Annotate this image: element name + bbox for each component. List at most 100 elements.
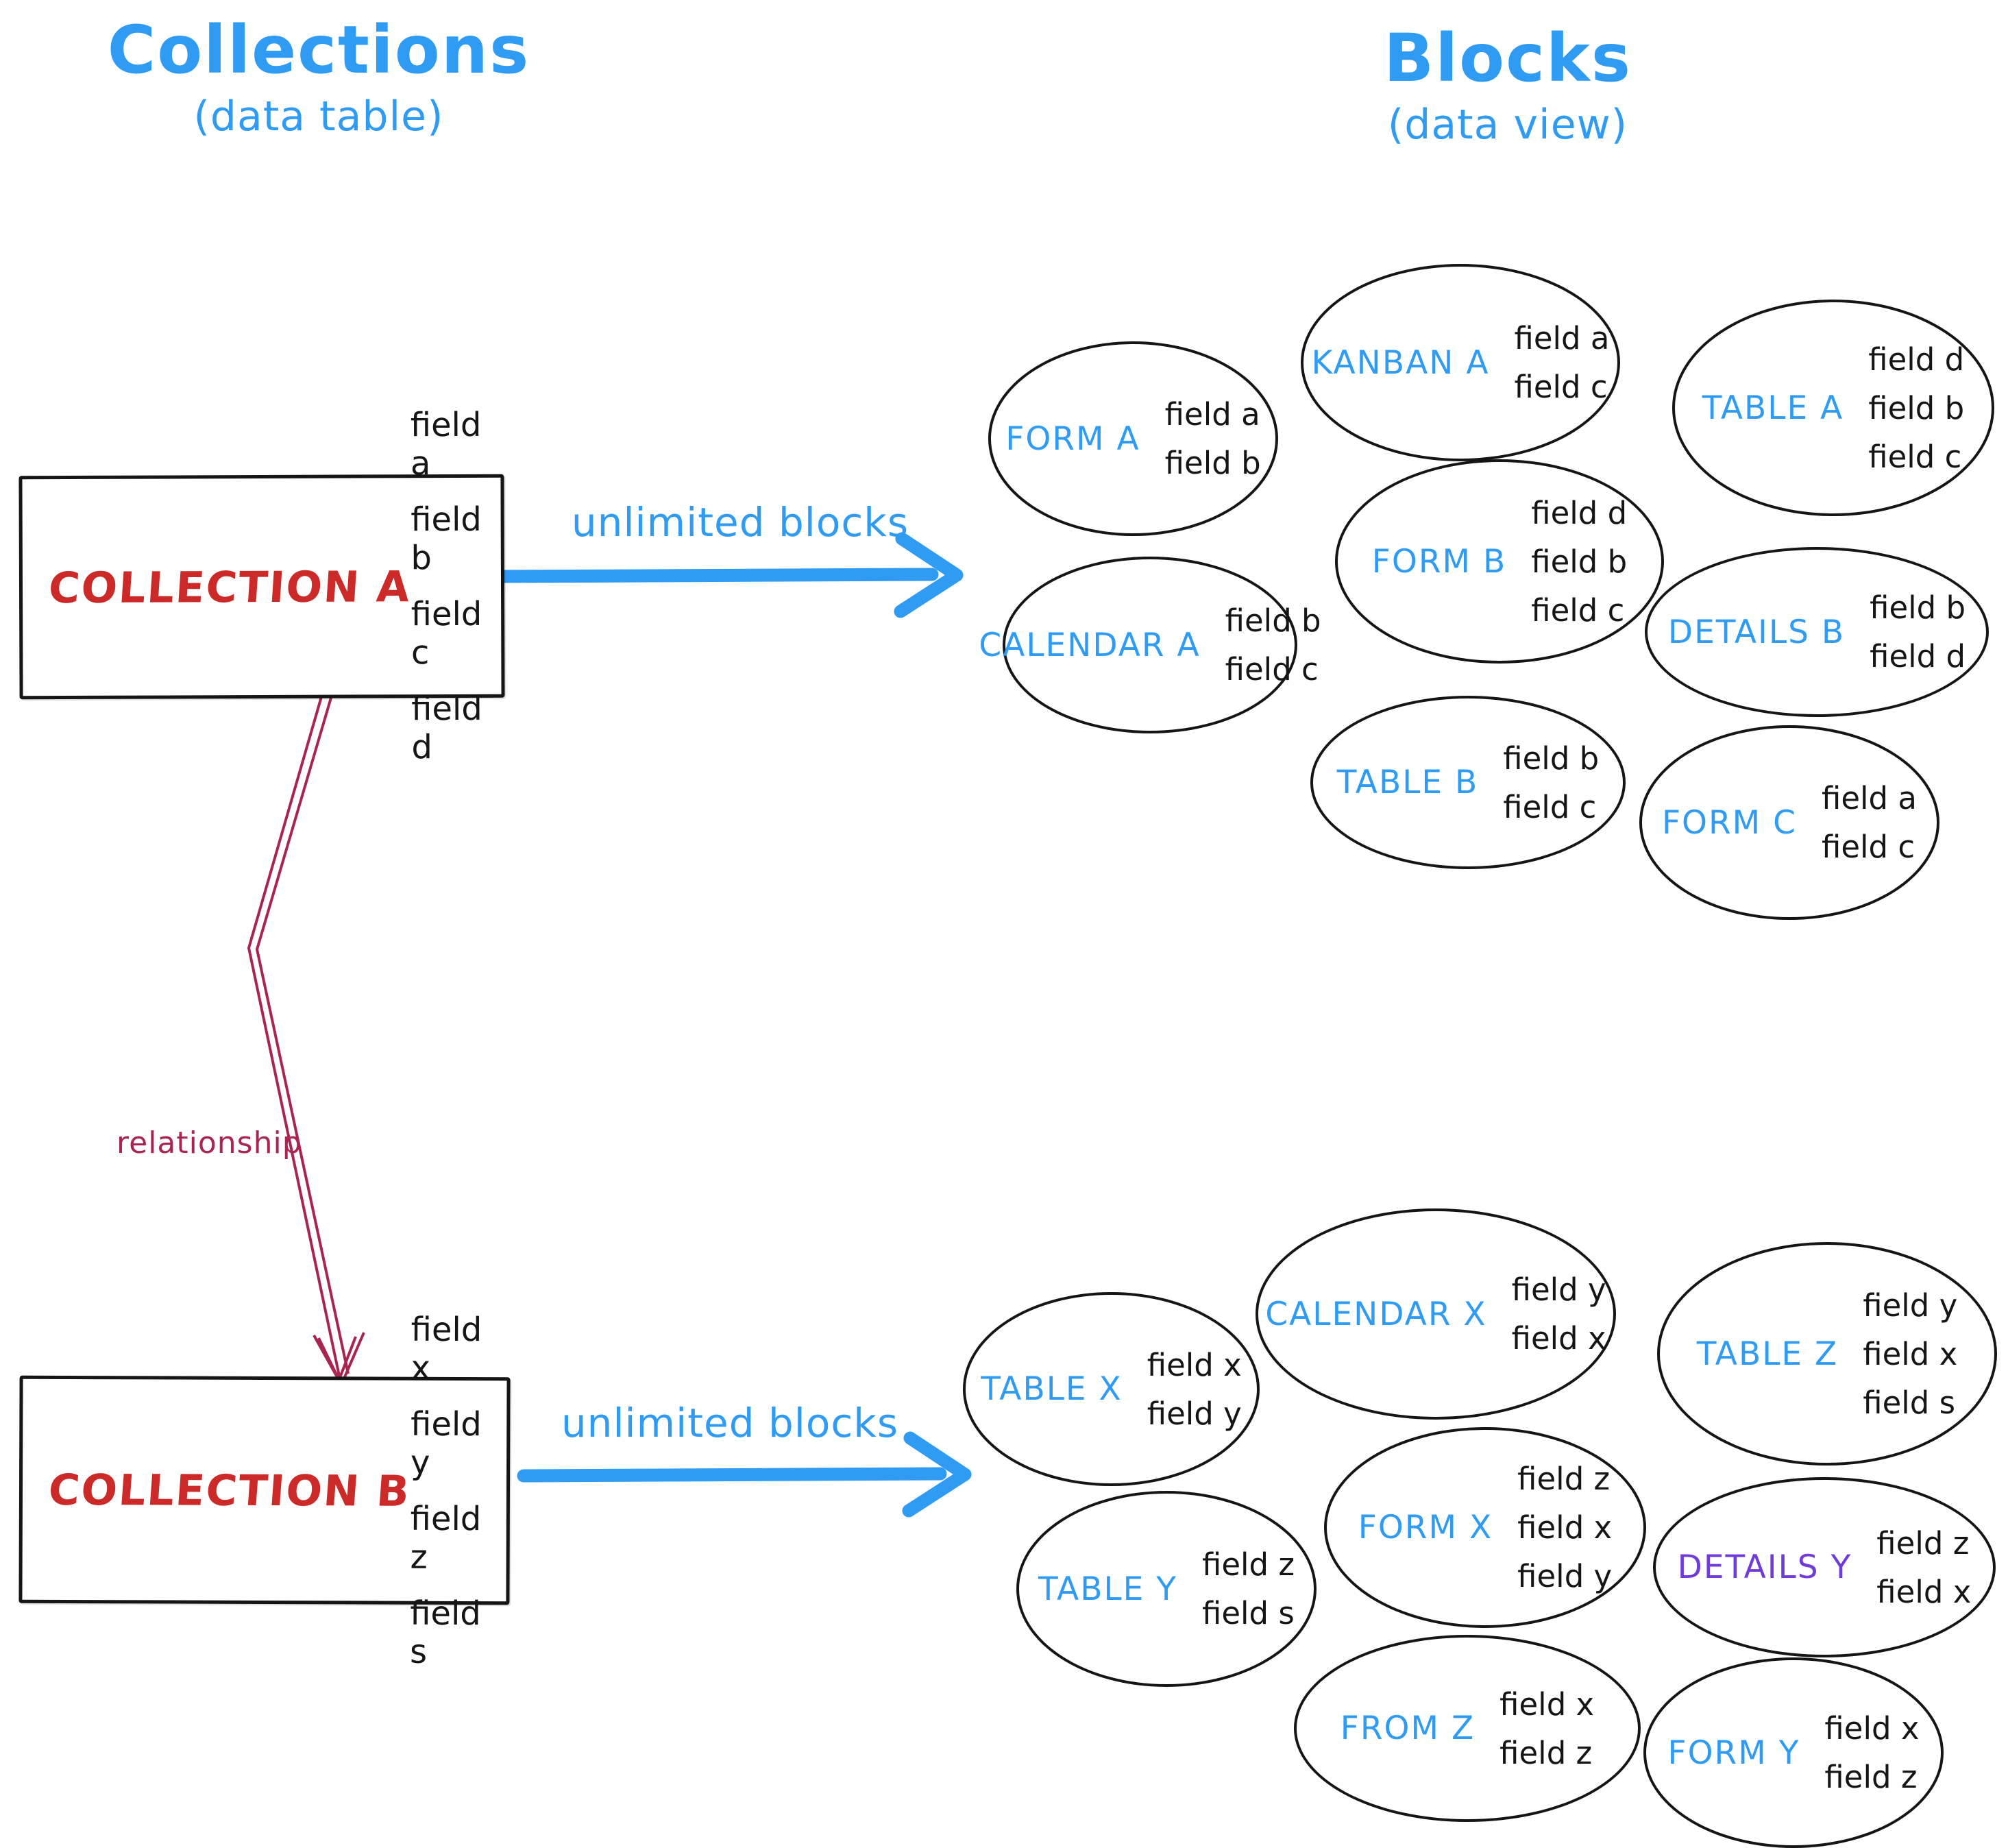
collection-a-field: field b <box>411 500 482 578</box>
block-fields: field x field y <box>1147 1347 1242 1432</box>
block-field: field z <box>1876 1524 1970 1561</box>
block-field: field z <box>1201 1546 1295 1583</box>
block-fields: field y field x field s <box>1863 1287 1957 1421</box>
block-bubble-details-y: DETAILS Y field z field x <box>1653 1477 1996 1657</box>
block-label: FROM Z <box>1340 1710 1476 1747</box>
unlimited-blocks-label-a: unlimited blocks <box>571 499 909 546</box>
block-label: TABLE B <box>1336 764 1479 801</box>
block-fields: field a field c <box>1822 780 1917 865</box>
block-fields: field a field c <box>1514 320 1609 405</box>
block-field: field x <box>1147 1346 1242 1383</box>
block-field: field y <box>1511 1272 1606 1308</box>
collections-subtitle: (data table) <box>193 93 444 141</box>
block-field: field s <box>1863 1384 1956 1421</box>
collection-b-field: field x <box>411 1310 482 1387</box>
block-label: DETAILS Y <box>1677 1548 1852 1586</box>
collection-a-field: field d <box>411 689 482 767</box>
block-field: field c <box>1531 592 1625 629</box>
block-field: field d <box>1870 638 1966 674</box>
block-bubble-kanban-a: KANBAN A field a field c <box>1301 264 1620 461</box>
collection-b-field: field y <box>410 1405 482 1482</box>
block-bubble-calendar-a: CALENDAR A field b field c <box>979 557 1321 733</box>
block-bubble-details-b: DETAILS B field b field d <box>1645 547 1989 717</box>
block-field: field b <box>1164 445 1261 481</box>
block-field: field c <box>1822 829 1915 865</box>
block-bubble-table-b: TABLE B field b field c <box>1310 696 1626 869</box>
collections-header: Collections (data table) <box>89 12 548 145</box>
block-bubble-form-c: FORM C field a field c <box>1639 725 1939 920</box>
block-label: FORM B <box>1371 542 1507 581</box>
block-field: field x <box>1511 1320 1606 1357</box>
collection-a-box: COLLECTION A field a field b field c fie… <box>19 406 505 766</box>
block-bubble-table-a: TABLE A field d field b field c <box>1672 300 1994 516</box>
block-bubble-table-y: TABLE Y field z field s <box>1016 1491 1317 1687</box>
block-field: field b <box>1870 589 1966 626</box>
block-field: field b <box>1225 603 1321 639</box>
block-field: field a <box>1822 780 1917 816</box>
block-label: CALENDAR X <box>1265 1295 1487 1333</box>
block-field: field x <box>1863 1335 1958 1372</box>
block-bubble-table-x: TABLE X field x field y <box>963 1292 1260 1486</box>
block-fields: field d field b field c <box>1531 495 1627 629</box>
relationship-label: relationship <box>117 1126 302 1160</box>
block-field: field z <box>1824 1759 1918 1795</box>
block-field: field y <box>1517 1558 1613 1594</box>
unlimited-blocks-arrow-a <box>487 532 964 618</box>
block-bubble-form-x: FORM X field z field x field y <box>1324 1427 1646 1628</box>
block-fields: field x field z <box>1499 1686 1594 1771</box>
collection-a-title: COLLECTION A <box>47 561 413 613</box>
collection-b-title: COLLECTION B <box>47 1464 413 1516</box>
block-field: field b <box>1503 740 1600 777</box>
block-label: KANBAN A <box>1311 343 1490 382</box>
block-fields: field y field x <box>1512 1272 1606 1357</box>
collection-b-field: field s <box>409 1594 481 1671</box>
block-field: field d <box>1868 341 1965 378</box>
block-label: FORM Y <box>1667 1734 1800 1772</box>
block-label: FORM C <box>1662 803 1797 842</box>
collection-b-field: field z <box>410 1499 482 1577</box>
block-bubble-form-b: FORM B field d field b field c <box>1335 459 1664 664</box>
block-label: DETAILS B <box>1667 613 1846 651</box>
collections-title: Collections <box>107 12 530 88</box>
unlimited-blocks-arrow-b <box>517 1431 972 1518</box>
block-field: field b <box>1531 543 1628 580</box>
block-field: field x <box>1824 1710 1920 1747</box>
relationship-arrow <box>247 637 365 1385</box>
block-fields: field x field z <box>1824 1710 1919 1795</box>
block-field: field c <box>1868 438 1962 475</box>
block-bubble-from-z: FROM Z field x field z <box>1294 1635 1641 1822</box>
block-label: FORM X <box>1358 1509 1493 1546</box>
block-fields: field b field c <box>1225 603 1321 688</box>
block-field: field z <box>1517 1461 1611 1497</box>
block-label: TABLE Y <box>1038 1570 1177 1608</box>
block-field: field c <box>1514 369 1608 405</box>
blocks-title: Blocks <box>1384 20 1632 97</box>
block-fields: field b field c <box>1503 740 1599 825</box>
block-label: FORM A <box>1005 420 1140 458</box>
block-field: field x <box>1517 1509 1613 1546</box>
block-field: field c <box>1225 651 1319 688</box>
collection-a-field: field a <box>410 405 482 483</box>
block-field: field a <box>1514 320 1610 356</box>
block-label: TABLE Z <box>1696 1335 1839 1373</box>
block-field: field x <box>1499 1686 1595 1723</box>
block-fields: field z field s <box>1202 1546 1295 1631</box>
block-fields: field z field x <box>1876 1525 1971 1610</box>
block-label: TABLE A <box>1702 389 1844 427</box>
block-field: field c <box>1503 788 1597 825</box>
block-field: field a <box>1164 396 1260 433</box>
block-label: TABLE X <box>981 1370 1123 1408</box>
block-fields: field z field x field y <box>1517 1461 1612 1594</box>
collection-a-fields: field a field b field c field d <box>410 405 532 767</box>
block-fields: field b field d <box>1870 589 1966 674</box>
block-field: field x <box>1876 1573 1972 1610</box>
collection-b-fields: field x field y field z field s <box>410 1311 531 1672</box>
block-fields: field d field b field c <box>1868 341 1964 475</box>
block-field: field d <box>1531 494 1628 531</box>
unlimited-blocks-label-b: unlimited blocks <box>561 1400 899 1446</box>
block-field: field z <box>1499 1734 1593 1771</box>
blocks-header: Blocks (data view) <box>1309 21 1706 154</box>
block-bubble-form-a: FORM A field a field b <box>988 341 1278 536</box>
blocks-subtitle: (data view) <box>1387 101 1628 149</box>
